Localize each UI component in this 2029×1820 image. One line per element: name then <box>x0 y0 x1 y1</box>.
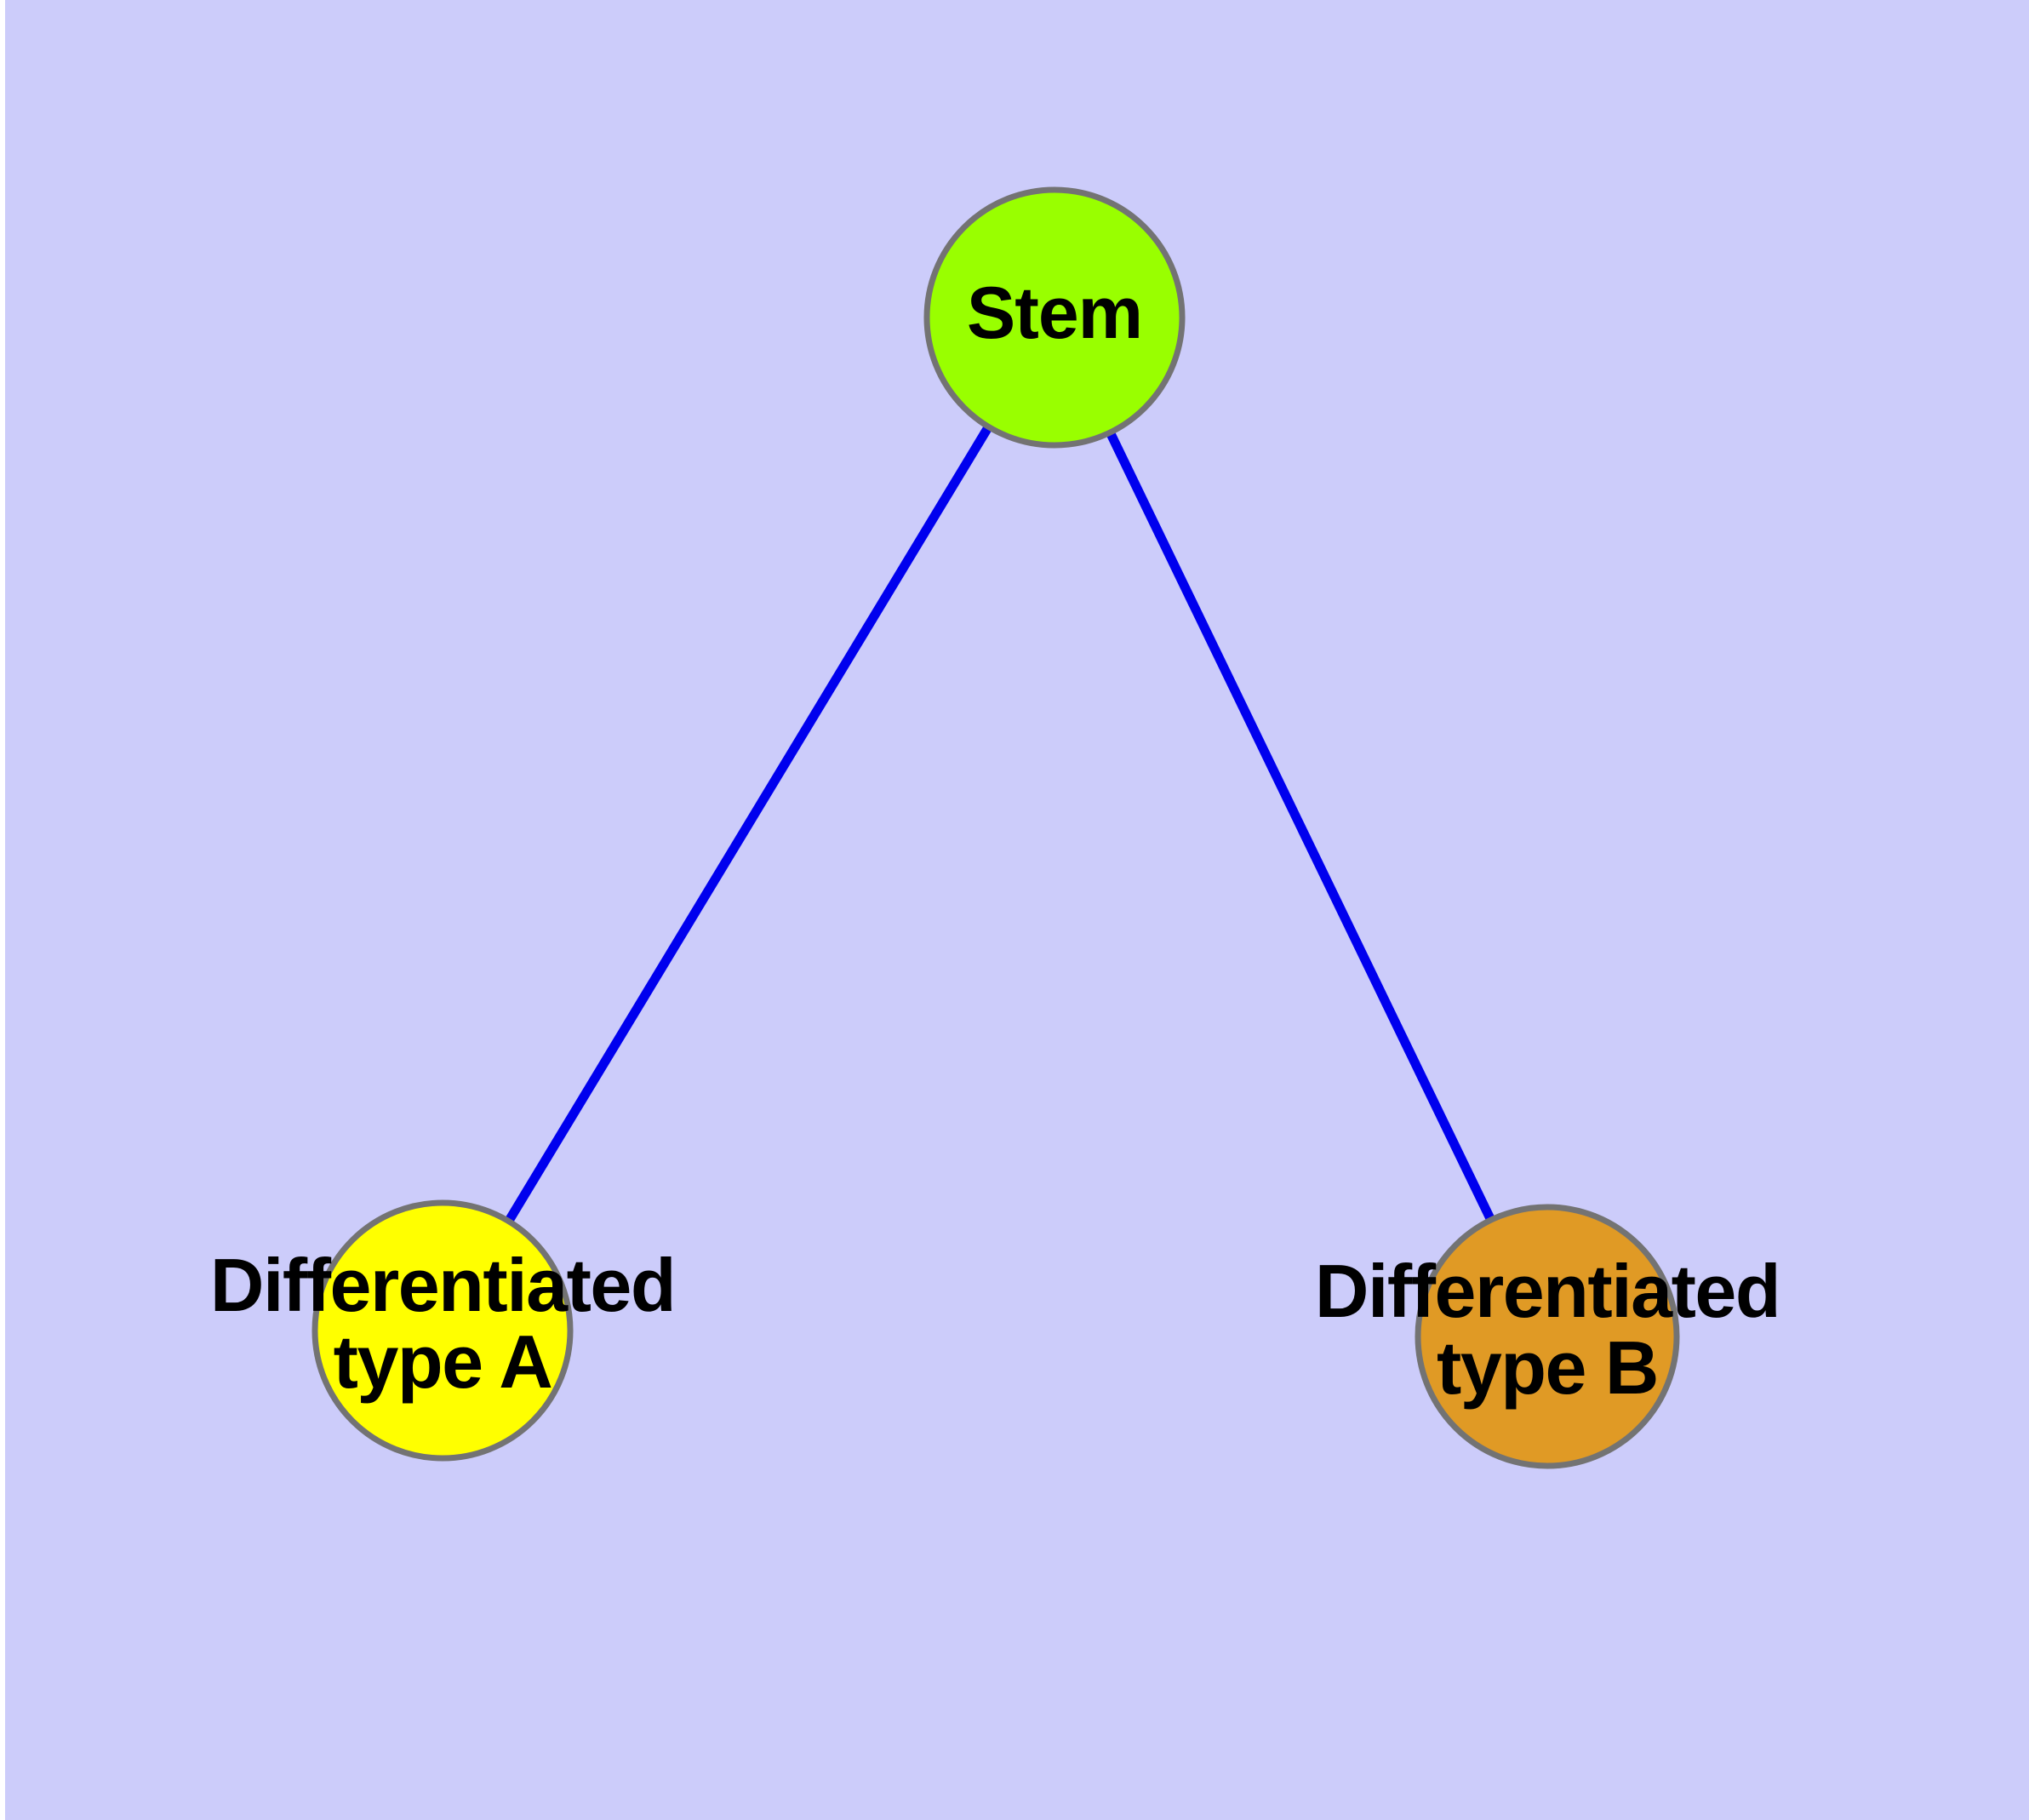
node-stem[interactable] <box>923 186 1186 449</box>
node-layer <box>311 186 1680 1469</box>
edge-layer <box>502 421 1497 1227</box>
node-differentiated-type-a[interactable] <box>311 1199 574 1462</box>
edge-stem-to-differentiated-type-b[interactable] <box>1104 427 1497 1226</box>
edge-stem-to-differentiated-type-a[interactable] <box>502 421 995 1227</box>
node-differentiated-type-b[interactable] <box>1415 1204 1680 1469</box>
